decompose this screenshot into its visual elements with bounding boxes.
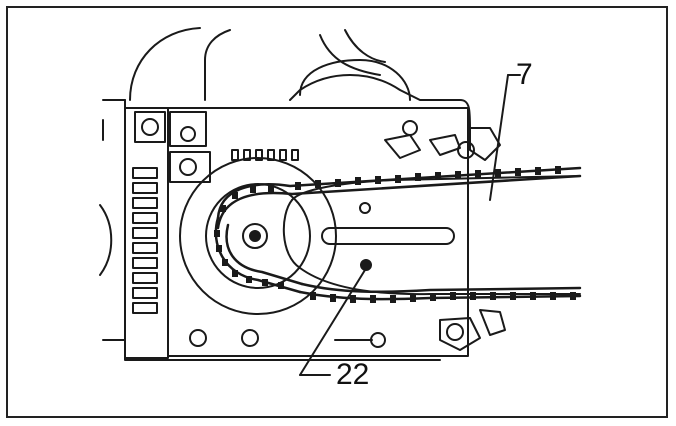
plate-hole-2 [189,329,207,347]
rail-slots [132,167,158,314]
chain-cutters-bottom [310,292,576,303]
plate-hole-3 [241,329,259,347]
boss-square-1 [134,111,166,143]
leader-line-7-diag [489,74,509,201]
boss-hole-3 [179,158,197,176]
callout-7: 7 [516,58,533,91]
boss-square-3 [169,151,211,183]
housing-bracket [289,74,471,131]
bar-bracket-bottom [439,309,506,351]
bar-tension-pin [360,259,372,271]
side-chevron [99,204,113,276]
bracket-stud-bottom [446,323,464,341]
bar-hole-top [359,202,371,214]
chain-cutters-top [295,166,561,190]
bar-bracket-top [384,134,461,159]
guide-bar-nose [282,199,301,269]
boss-hole-2 [180,126,196,142]
chain-links-wrap [214,185,284,289]
leader-line-22-diag [299,269,366,376]
vent-teeth [231,149,299,161]
sprocket-hub [242,223,268,249]
figure-frame [6,6,668,418]
handle-detail [319,29,386,76]
sprocket-drum-outer [179,157,337,315]
bracket-stud-top [457,141,475,159]
plate-hole-4 [370,332,386,348]
sprocket-hub-center [249,230,261,242]
side-rail-left [124,107,169,359]
boss-square-2 [169,111,207,147]
clutch-plate [167,107,469,357]
plate-hole-1 [402,120,418,136]
callout-22: 22 [336,358,370,391]
boss-hole-1 [141,118,159,136]
guide-bar-slot [321,227,455,245]
housing-top-curve [204,29,411,101]
